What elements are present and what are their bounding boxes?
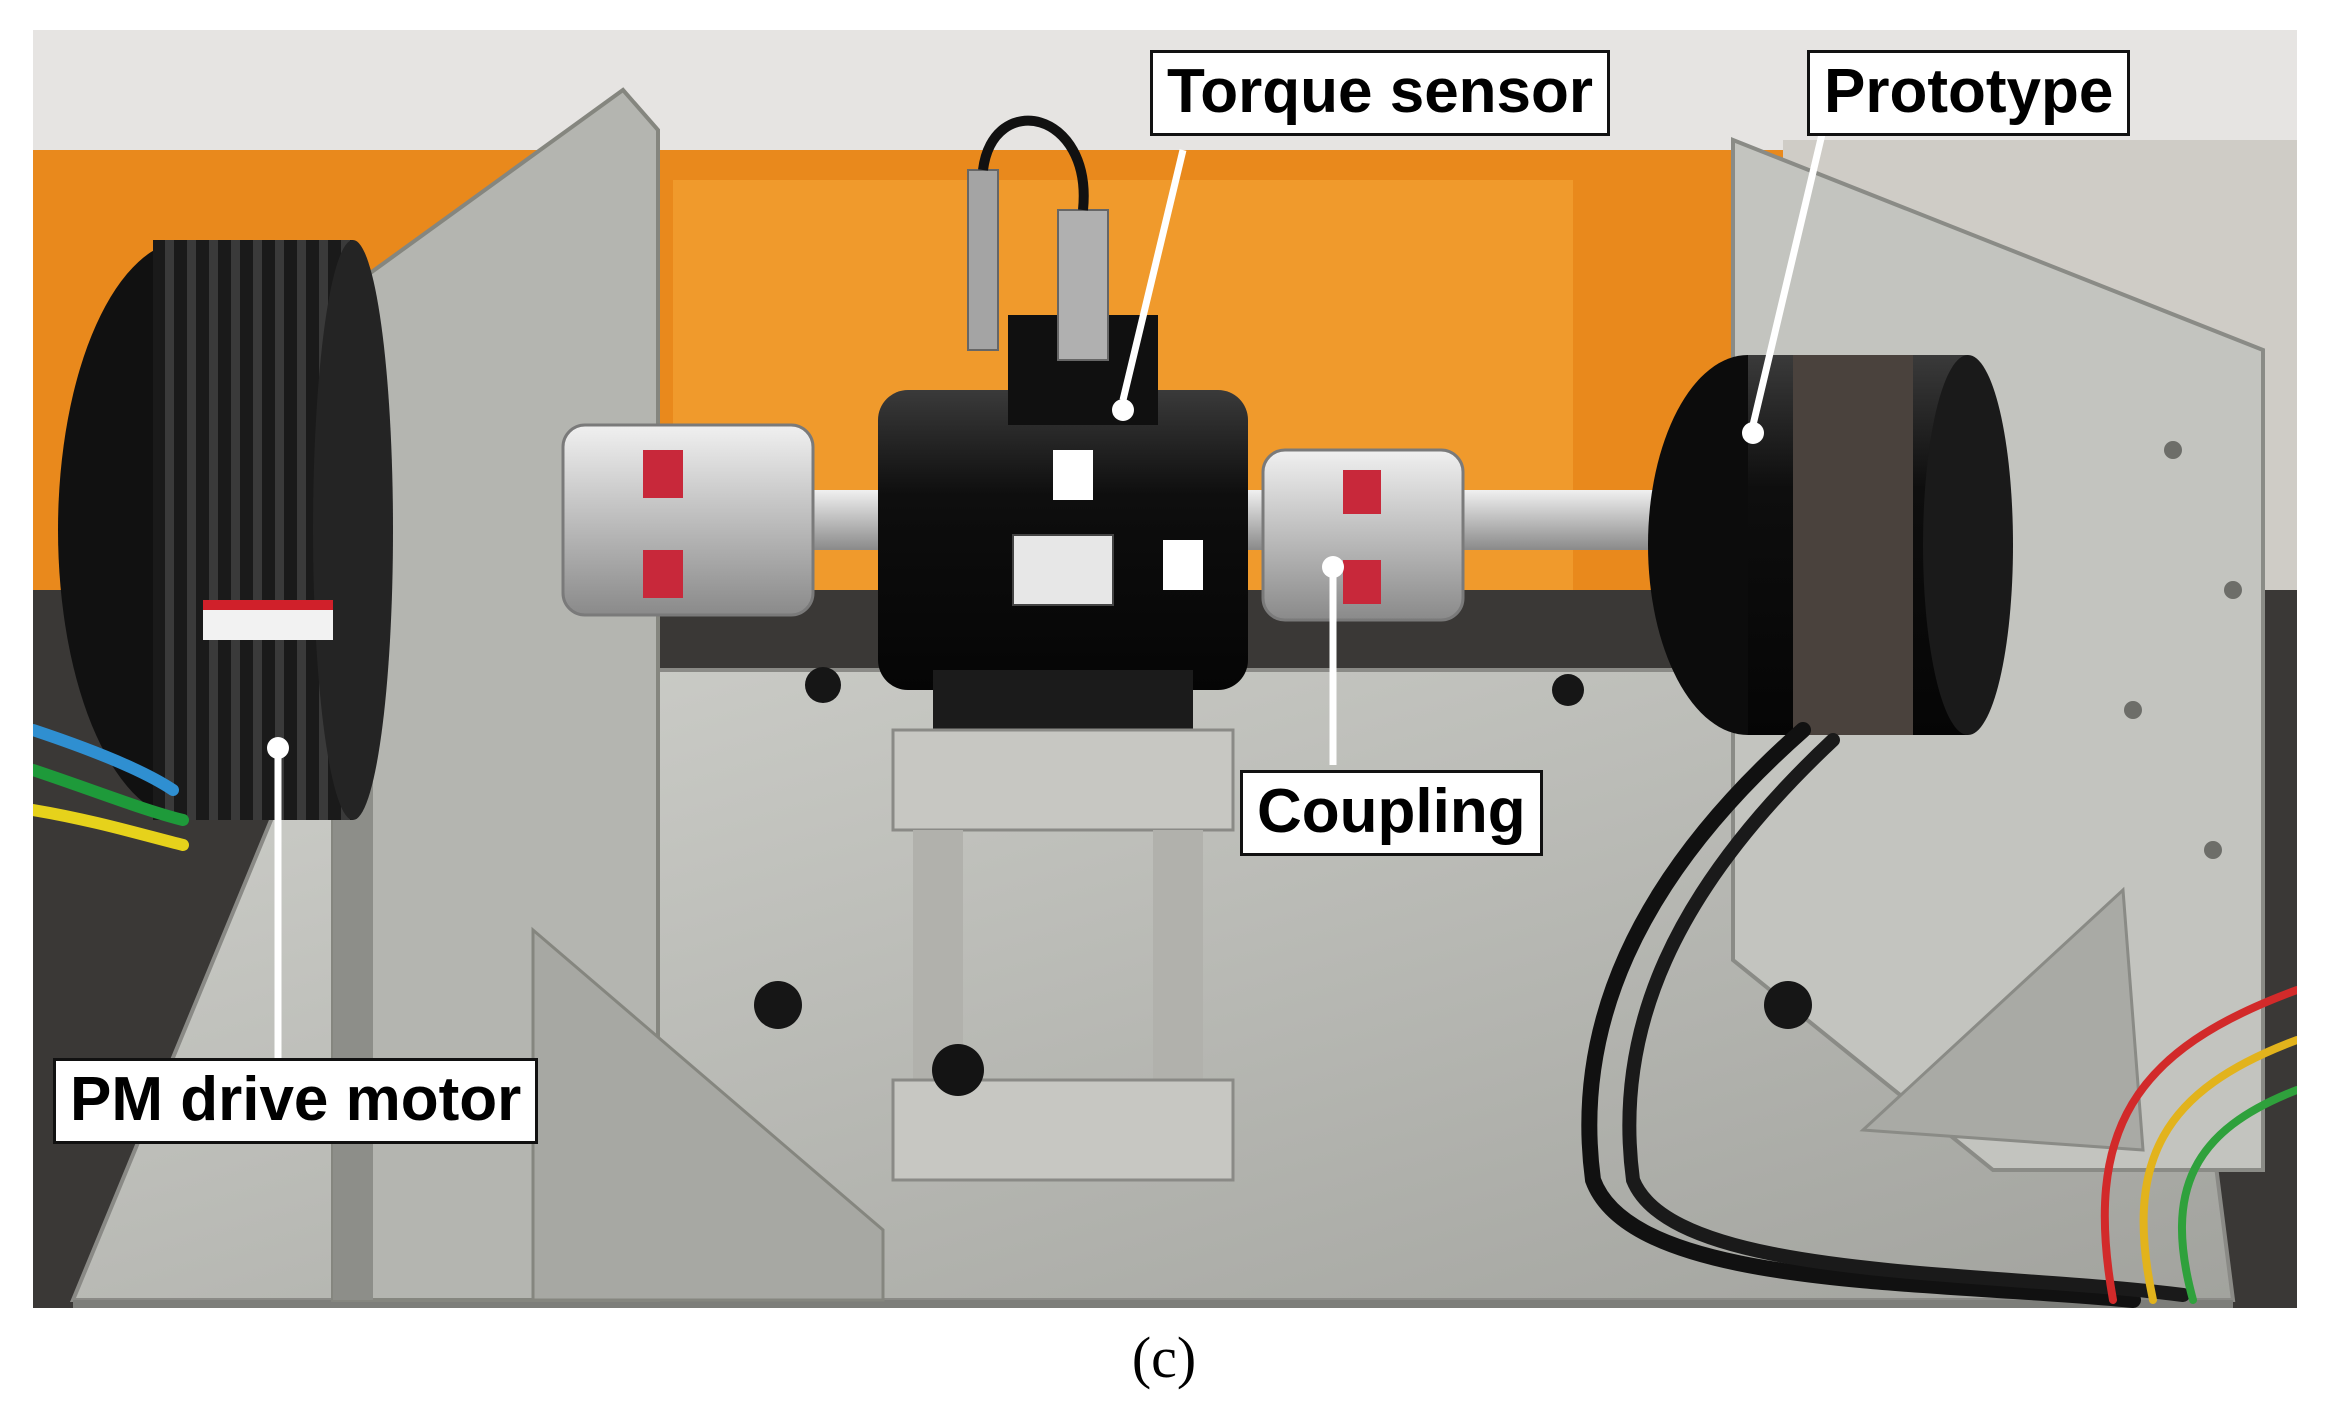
sensor-stand	[891, 728, 1235, 1182]
cables	[33, 722, 2297, 1308]
prototype-machine	[1648, 355, 2013, 735]
bolts	[754, 667, 1812, 1029]
label-coupling: Coupling	[1240, 770, 1543, 856]
pm-drive-motor	[58, 240, 393, 820]
right-coupling	[1261, 448, 1465, 622]
left-support-plate	[331, 87, 885, 1302]
figure-caption: (c)	[1131, 1325, 1197, 1390]
label-prototype: Prototype	[1807, 50, 2131, 136]
label-pm-drive-motor: PM drive motor	[53, 1058, 539, 1144]
label-torque-sensor: Torque sensor	[1150, 50, 1611, 136]
callout-leader-lines	[267, 129, 1827, 1060]
left-coupling	[561, 423, 815, 617]
